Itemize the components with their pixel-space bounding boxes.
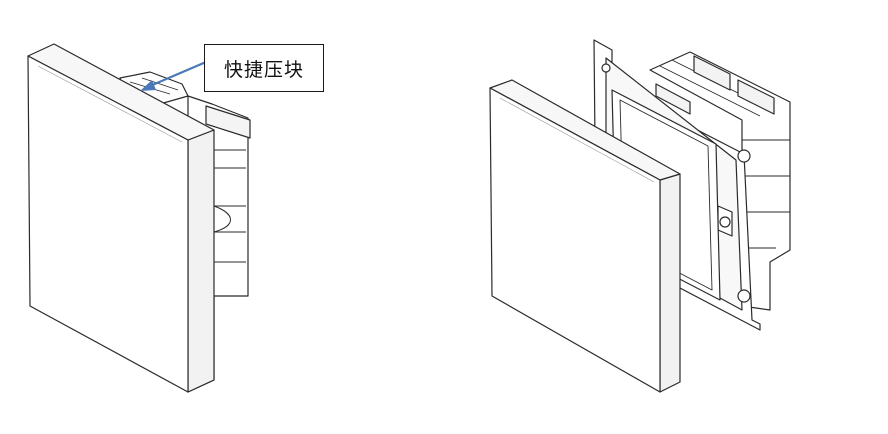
exploded-cover-face <box>489 87 661 393</box>
housing-top-block <box>205 105 251 139</box>
front-cover-face <box>27 55 189 393</box>
mounting-box-blocks <box>693 55 775 115</box>
frame-screw-hole-top <box>737 149 751 163</box>
frame-side-screw <box>719 216 731 228</box>
front-cover-edge <box>187 129 215 393</box>
inner-module-clip <box>655 83 691 115</box>
housing-notch <box>213 205 231 233</box>
exploded-switch-assembly <box>489 39 791 393</box>
callout-arrow <box>140 60 207 91</box>
exploded-cover-inner-bevel <box>499 97 655 183</box>
frame-screw-hole-corner <box>601 63 611 73</box>
front-cover-inner-bevel <box>37 65 183 143</box>
assembled-switch-panel <box>27 43 251 393</box>
callout-label-text: 快捷压块 <box>223 58 304 81</box>
callout-label-box: 快捷压块 <box>204 44 324 92</box>
exploded-cover-edge <box>659 173 681 393</box>
housing-ribs <box>214 149 246 263</box>
frame-screw-hole-bottom <box>737 289 751 303</box>
arrow-head <box>140 80 156 91</box>
